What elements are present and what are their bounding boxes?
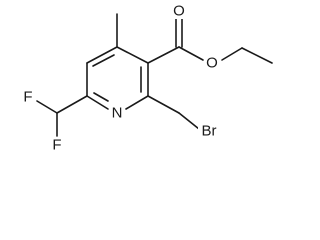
- atom-br: Br: [202, 123, 217, 140]
- atom-o-carbonyl: O: [173, 3, 185, 20]
- pyridine-ring: [86, 46, 149, 110]
- bond-ch2-br: [178, 112, 200, 130]
- bond-c4-c5: [86, 46, 118, 64]
- bond-carbonyl-c-o-ester: [178, 46, 204, 61]
- bond-c3-c4: [116, 46, 149, 64]
- atom-o-ester: O: [206, 55, 218, 72]
- bond-n-c2: [125, 95, 149, 110]
- bond-c6-n-inner: [93, 92, 109, 102]
- bond-chf2-f-top: [36, 100, 58, 114]
- bond-ch2-ch3: [241, 47, 273, 64]
- atom-labels: O O N F F Br: [20, 3, 220, 154]
- atom-f-top: F: [23, 89, 32, 106]
- bond-c2-ch2br: [147, 95, 180, 114]
- bond-o-ester-ch2: [221, 47, 243, 61]
- bond-c6-chf2: [56, 95, 88, 114]
- molecule-structure: O O N F F Br: [20, 2, 273, 154]
- atom-n-ring: N: [112, 105, 123, 122]
- bond-c6-n: [86, 95, 109, 110]
- atom-f-bottom: F: [52, 137, 61, 154]
- substituents: [36, 13, 273, 137]
- bond-c4-c5-inner: [92, 54, 115, 67]
- bond-c3-carbonyl-c: [147, 46, 180, 64]
